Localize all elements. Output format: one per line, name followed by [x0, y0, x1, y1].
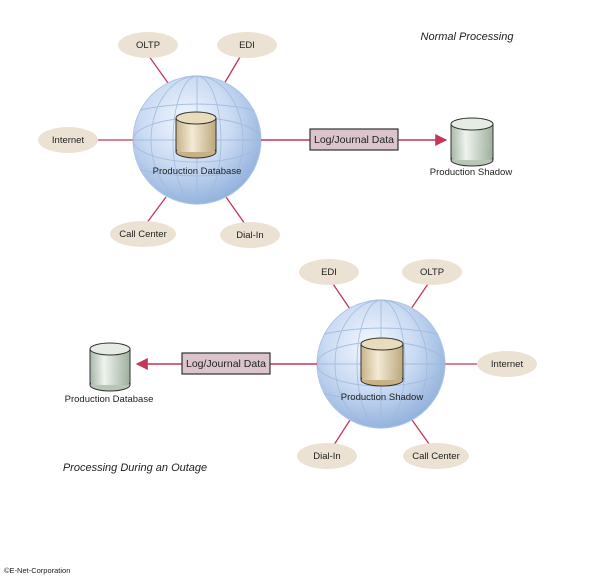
top-node-edi: EDI [217, 32, 277, 58]
bottom-globe-label: Production Shadow [341, 392, 424, 403]
bottom-log-journal-label: Log/Journal Data [186, 358, 266, 370]
top-node-dial-in-label: Dial-In [236, 230, 263, 241]
top-node-internet-label: Internet [52, 135, 85, 146]
bottom-shadow-cylinder-in-globe [360, 337, 404, 387]
top-globe-label: Production Database [153, 166, 242, 177]
top-diagram: Production Database OLTP EDI Internet Ca… [38, 31, 514, 248]
bottom-node-dial-in: Dial-In [297, 443, 357, 469]
top-log-journal-box: Log/Journal Data [309, 128, 399, 151]
top-globe: Production Database [132, 75, 262, 205]
bottom-node-edi-label: EDI [321, 267, 337, 278]
bottom-node-call-center-label: Call Center [412, 451, 460, 462]
bottom-globe: Production Shadow [316, 299, 446, 429]
top-shadow-cylinder [450, 117, 494, 167]
bottom-node-edi: EDI [299, 259, 359, 285]
top-database-cylinder [175, 111, 217, 159]
bottom-caption: Processing During an Outage [63, 462, 207, 474]
bottom-node-internet: Internet [477, 351, 537, 377]
bottom-node-oltp-label: OLTP [420, 267, 444, 278]
top-node-call-center: Call Center [110, 221, 176, 247]
top-target-label: Production Shadow [430, 167, 513, 178]
bottom-diagram: Production Shadow EDI OLTP Internet Dial… [63, 259, 537, 474]
top-node-dial-in: Dial-In [220, 222, 280, 248]
bottom-node-dial-in-label: Dial-In [313, 451, 340, 462]
top-node-oltp-label: OLTP [136, 40, 160, 51]
bottom-node-internet-label: Internet [491, 359, 524, 370]
bottom-node-call-center: Call Center [403, 443, 469, 469]
copyright-text: ©E-Net-Corporation [4, 566, 71, 575]
top-node-oltp: OLTP [118, 32, 178, 58]
top-log-journal-label: Log/Journal Data [314, 134, 394, 146]
top-node-call-center-label: Call Center [119, 229, 167, 240]
bottom-connectors [330, 280, 479, 449]
bottom-database-cylinder [89, 342, 131, 392]
bottom-log-journal-box: Log/Journal Data [181, 352, 271, 375]
bottom-target-label: Production Database [65, 394, 154, 405]
top-caption: Normal Processing [421, 31, 515, 43]
top-node-internet: Internet [38, 127, 98, 153]
top-node-edi-label: EDI [239, 40, 255, 51]
bottom-node-oltp: OLTP [402, 259, 462, 285]
